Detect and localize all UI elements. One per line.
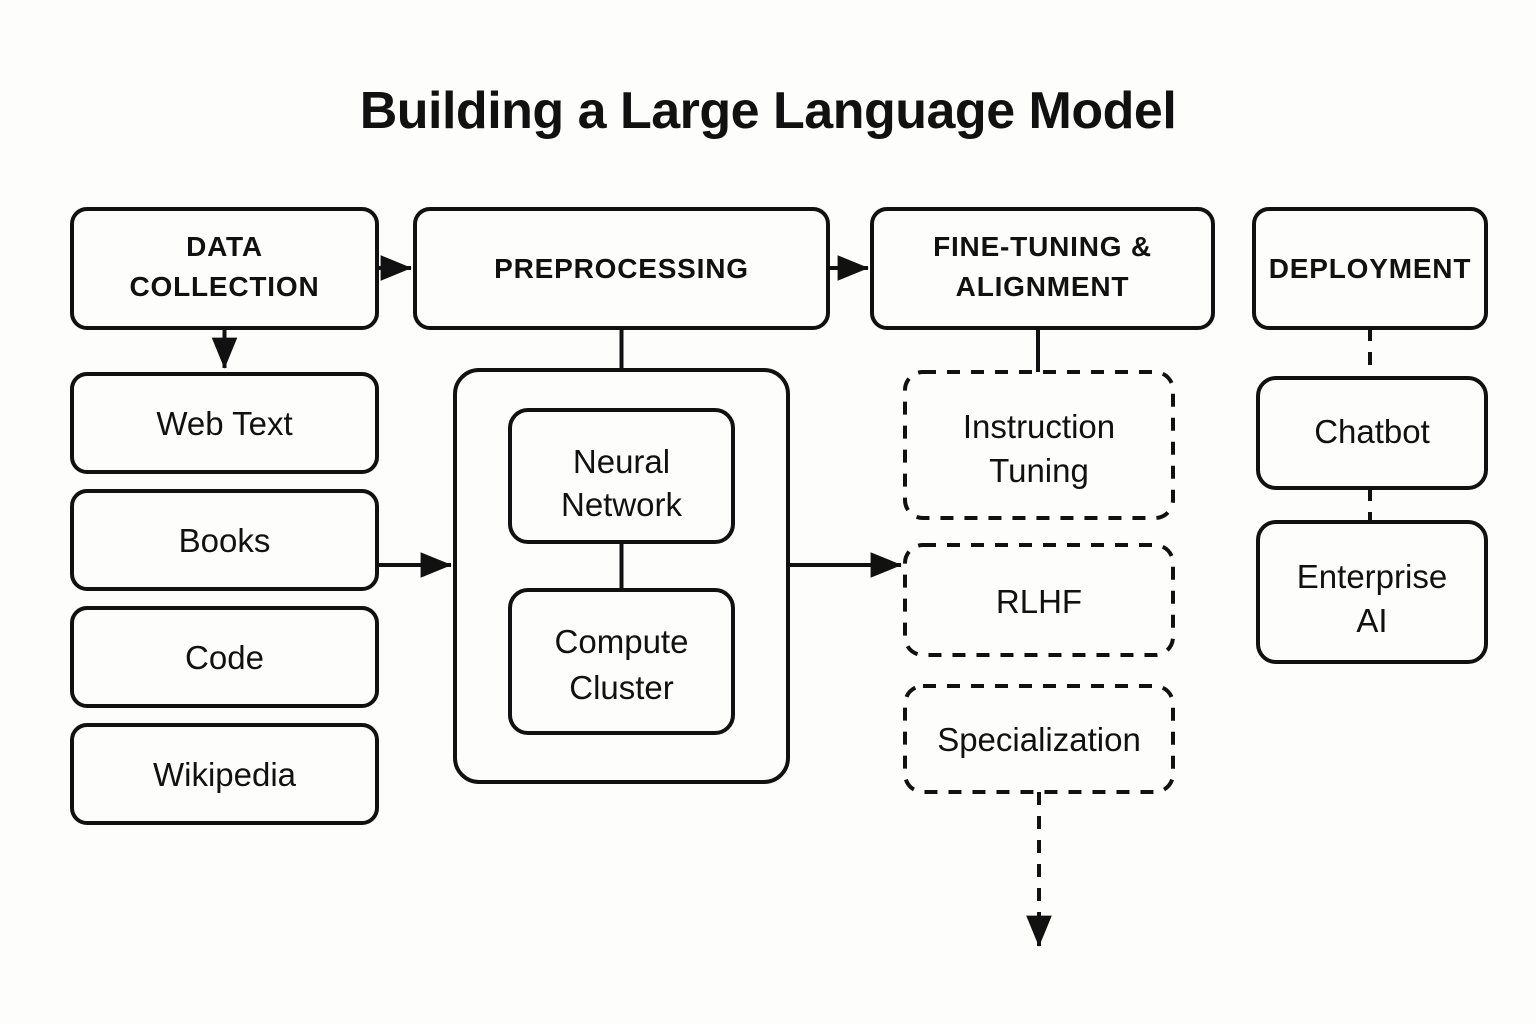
column-data-collection: DATA COLLECTION Web Text Books Code Wiki… xyxy=(70,207,379,825)
source-label-books: Books xyxy=(179,522,271,559)
training-label-neural-network-line1: Neural xyxy=(573,443,670,480)
source-box-web-text[interactable] xyxy=(70,372,379,474)
training-label-compute-cluster-line2: Cluster xyxy=(569,669,674,706)
fine-tuning-header-line1: FINE-TUNING & xyxy=(933,231,1152,262)
training-label-compute-cluster-line1: Compute xyxy=(555,623,689,660)
column-deployment: DEPLOYMENT Chatbot Enterprise AI xyxy=(1252,207,1488,664)
data-collection-header-line1: DATA xyxy=(186,231,263,262)
stage-label-instruction-tuning-line2: Tuning xyxy=(989,452,1089,489)
source-box-wikipedia[interactable] xyxy=(70,723,379,825)
deployment-label-chatbot: Chatbot xyxy=(1314,413,1430,450)
stage-label-rlhf: RLHF xyxy=(996,583,1082,620)
stage-box-specialization[interactable] xyxy=(903,684,1175,794)
stage-box-instruction-tuning[interactable] xyxy=(903,370,1175,520)
training-label-neural-network-line2: Network xyxy=(561,486,683,523)
column-fine-tuning: FINE-TUNING & ALIGNMENT Instruction Tuni… xyxy=(870,207,1215,947)
column-preprocessing: PREPROCESSING Neural Network Compute Clu… xyxy=(413,207,830,784)
source-label-code: Code xyxy=(185,639,264,676)
preprocessing-header-label: PREPROCESSING xyxy=(494,253,749,284)
data-collection-header-line2: COLLECTION xyxy=(130,271,320,302)
page-title: Building a Large Language Model xyxy=(360,82,1177,140)
source-label-wikipedia: Wikipedia xyxy=(153,756,297,793)
source-label-web-text: Web Text xyxy=(156,405,292,442)
source-box-books[interactable] xyxy=(70,489,379,591)
training-box-compute-cluster[interactable] xyxy=(508,588,735,735)
stage-label-specialization: Specialization xyxy=(937,721,1141,758)
stage-label-instruction-tuning-line1: Instruction xyxy=(963,408,1115,445)
data-collection-header-box[interactable] xyxy=(70,207,379,330)
deployment-label-enterprise-ai-line2: AI xyxy=(1356,602,1387,639)
stage-box-rlhf[interactable] xyxy=(903,543,1175,657)
fine-tuning-header-box[interactable] xyxy=(870,207,1215,330)
deployment-label-enterprise-ai-line1: Enterprise xyxy=(1297,558,1447,595)
deployment-box-enterprise-ai[interactable] xyxy=(1256,520,1488,664)
deployment-header-label: DEPLOYMENT xyxy=(1269,253,1471,284)
source-box-code[interactable] xyxy=(70,606,379,708)
fine-tuning-header-line2: ALIGNMENT xyxy=(956,271,1130,302)
